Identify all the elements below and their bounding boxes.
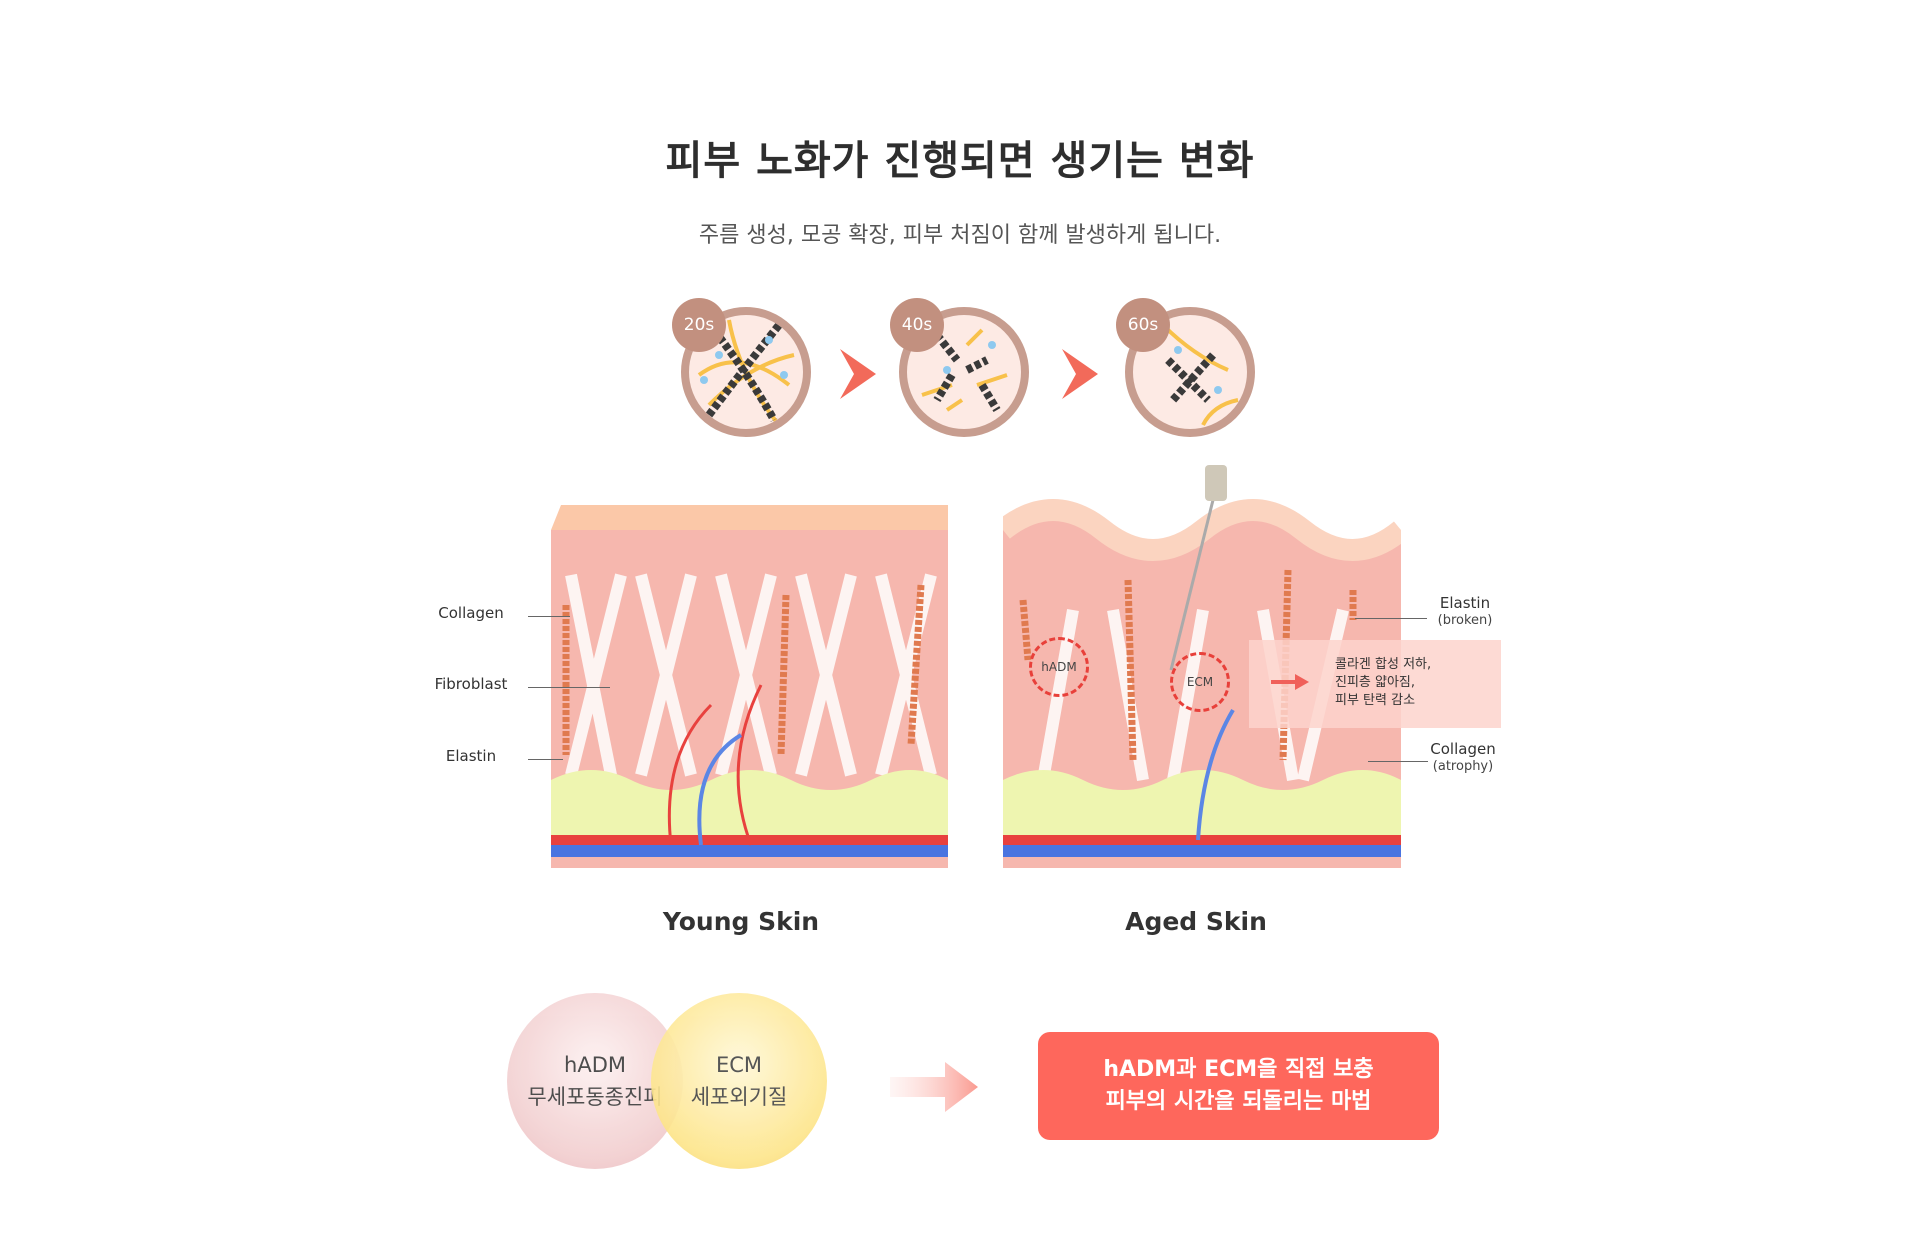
info-line: 콜라겐 합성 저하,	[1335, 657, 1432, 672]
label-text: Collagen	[1430, 740, 1496, 758]
ecm-bubble: ECM 세포외기질	[651, 993, 827, 1169]
info-line: 진피층 얇아짐,	[1335, 675, 1416, 690]
young-skin-title: Young Skin	[662, 907, 820, 936]
chevron-right-icon	[1062, 349, 1098, 399]
bubble-subtitle: 무세포동종진피	[527, 1085, 663, 1109]
leader-line	[1368, 761, 1428, 762]
aged-skin-title: Aged Skin	[1125, 907, 1267, 936]
label-note: (atrophy)	[1432, 759, 1494, 774]
chevron-right-icon	[840, 349, 876, 399]
label-fibroblast: Fibroblast	[434, 675, 508, 693]
young-skin-illustration	[551, 505, 948, 868]
label-note: (broken)	[1437, 613, 1493, 628]
hadm-bubble: hADM 무세포동종진피	[507, 993, 683, 1169]
label-collagen: Collagen	[438, 604, 504, 622]
leader-line	[528, 616, 570, 617]
leader-line	[1355, 618, 1427, 619]
cta-line1: hADM과 ECM을 직접 보충	[1103, 1057, 1374, 1082]
leader-line	[528, 687, 610, 688]
arrow-right-icon	[890, 1062, 978, 1112]
bubble-title: ECM	[715, 1053, 763, 1077]
stage-20s-illustration	[681, 307, 811, 437]
ecm-marker: ECM	[1170, 652, 1230, 712]
bubble-subtitle: 세포외기질	[690, 1085, 788, 1109]
hadm-marker: hADM	[1029, 637, 1089, 697]
stage-badge: 60s	[1116, 298, 1170, 352]
label-elastin-broken: Elastin(broken)	[1425, 594, 1505, 630]
stage-badge: 20s	[672, 298, 726, 352]
info-line: 피부 탄력 감소	[1335, 693, 1416, 708]
label-elastin: Elastin	[445, 747, 497, 765]
label-text: Elastin	[1439, 594, 1491, 612]
stage-badge: 40s	[890, 298, 944, 352]
page-subtitle: 주름 생성, 모공 확장, 피부 처짐이 함께 발생하게 됩니다.	[698, 223, 1222, 248]
cta-line2: 피부의 시간을 되돌리는 마법	[1105, 1089, 1372, 1114]
page-title: 피부 노화가 진행되면 생기는 변화	[665, 138, 1255, 184]
leader-line	[528, 759, 563, 760]
cta-banner: hADM과 ECM을 직접 보충 피부의 시간을 되돌리는 마법	[1038, 1032, 1439, 1140]
bubble-title: hADM	[564, 1053, 626, 1077]
label-collagen-atrophy: Collagen(atrophy)	[1422, 740, 1504, 776]
stage-40s-illustration	[899, 307, 1029, 437]
info-box: 콜라겐 합성 저하, 진피층 얇아짐, 피부 탄력 감소	[1249, 640, 1501, 728]
arrow-right-icon	[1271, 674, 1309, 690]
